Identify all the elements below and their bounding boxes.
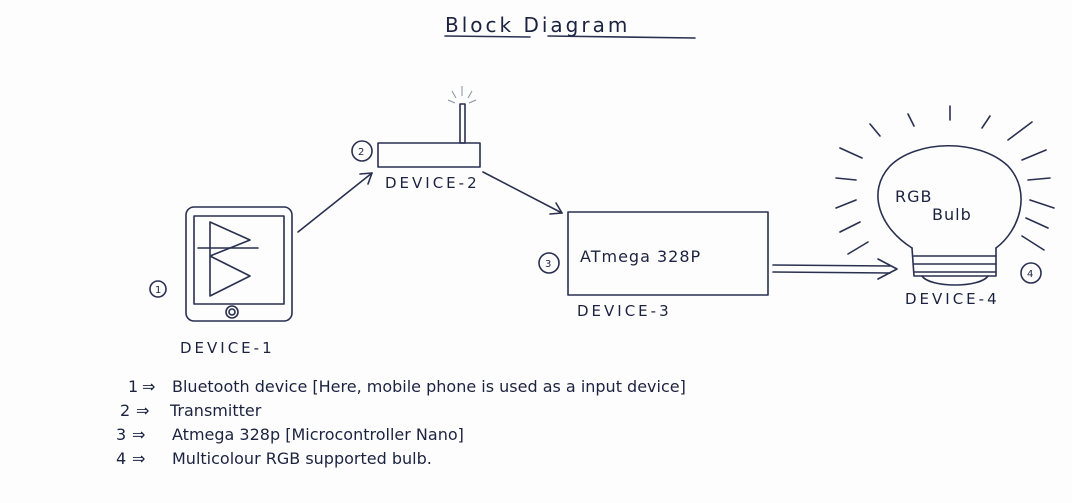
device-3-number-circle bbox=[538, 252, 560, 274]
title-underline-2 bbox=[547, 35, 696, 39]
legend-item-3-text: Atmega 328p [Microcontroller Nano] bbox=[172, 425, 464, 444]
legend: 1 ⇒ Bluetooth device [Here, mobile phone… bbox=[116, 377, 686, 468]
legend-item-2-arrow: ⇒ bbox=[136, 401, 149, 420]
device-3-label: DEVICE-3 bbox=[577, 302, 672, 320]
legend-item-2-num: 2 bbox=[120, 401, 130, 420]
antenna-icon bbox=[447, 86, 477, 144]
legend-item-3-arrow: ⇒ bbox=[132, 425, 145, 444]
light-rays bbox=[835, 105, 1055, 255]
device-1-number-circle bbox=[149, 280, 167, 298]
legend-item-4-text: Multicolour RGB supported bulb. bbox=[172, 449, 432, 468]
legend-item-4-num: 4 bbox=[116, 449, 126, 468]
bluetooth-icon bbox=[197, 221, 259, 297]
legend-item-3-num: 3 bbox=[116, 425, 126, 444]
home-button-icon bbox=[225, 305, 239, 319]
device-1-label: DEVICE-1 bbox=[180, 339, 275, 357]
arrowhead-2 bbox=[549, 202, 563, 215]
device-4-content-line2: Bulb bbox=[932, 205, 972, 224]
device-4-number: 4 bbox=[1027, 269, 1033, 280]
device-2-transmitter bbox=[377, 86, 481, 168]
device-2-number: 2 bbox=[358, 147, 364, 158]
lightbulb-icon bbox=[877, 144, 1022, 286]
device-1-phone bbox=[185, 206, 293, 322]
arrow-device1-to-device2 bbox=[297, 172, 373, 233]
device-4-content-line1: RGB bbox=[895, 187, 933, 206]
device-2-number-circle bbox=[351, 140, 373, 162]
device-4-label: DEVICE-4 bbox=[905, 290, 1000, 308]
legend-item-4-arrow: ⇒ bbox=[132, 449, 145, 468]
diagram-title: Block Diagram bbox=[445, 13, 630, 37]
arrowhead-3 bbox=[877, 258, 898, 280]
device-3-microcontroller bbox=[567, 211, 769, 296]
arrow-device3-to-device4 bbox=[772, 264, 891, 274]
device-3-content: ATmega 328P bbox=[580, 247, 701, 266]
arrowhead-1 bbox=[359, 172, 373, 185]
legend-item-2-text: Transmitter bbox=[169, 401, 262, 420]
legend-item-1-num: 1 bbox=[128, 377, 138, 396]
device-4-number-circle bbox=[1020, 262, 1042, 284]
legend-item-1-arrow: ⇒ bbox=[142, 377, 155, 396]
legend-item-1-text: Bluetooth device [Here, mobile phone is … bbox=[172, 377, 686, 396]
device-1-number: 1 bbox=[155, 285, 161, 296]
arrow-device2-to-device3 bbox=[482, 171, 563, 214]
title-underline-1 bbox=[444, 35, 531, 38]
device-2-label: DEVICE-2 bbox=[385, 174, 480, 192]
device-3-number: 3 bbox=[545, 259, 551, 270]
